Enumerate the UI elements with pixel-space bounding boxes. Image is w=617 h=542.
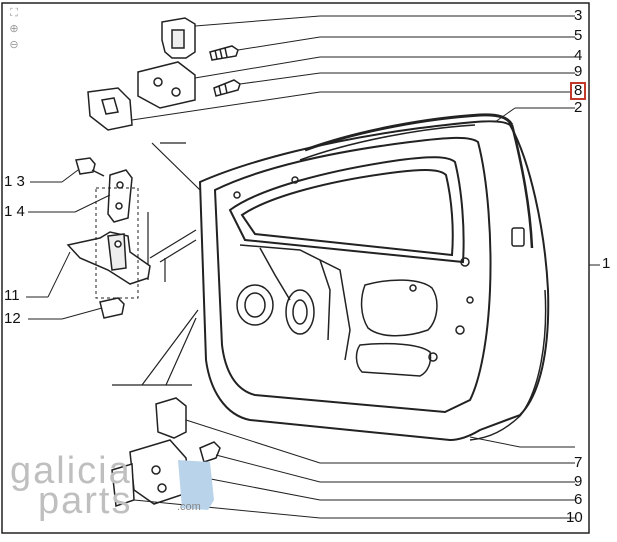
callout-5[interactable]: 5 (574, 27, 583, 44)
part-7-hinge-pin (155, 397, 187, 439)
leader-lines (26, 15, 575, 519)
zoom-in-icon[interactable]: ⊕ (9, 23, 19, 35)
door-inner-details (233, 176, 525, 377)
callout-3[interactable]: 3 (574, 7, 583, 24)
zoom-out-icon[interactable]: ⊖ (9, 39, 19, 51)
lower-hinge-parts (111, 397, 221, 508)
part-14-link (107, 169, 133, 223)
callout-9-upper[interactable]: 9 (574, 63, 583, 80)
door-check-parts (66, 157, 151, 319)
callout-10[interactable]: 10 (566, 509, 583, 526)
watermark: galicia parts .com (10, 450, 210, 530)
callout-8-highlighted[interactable]: 8 (570, 82, 587, 100)
part-5-screw (209, 45, 239, 61)
callout-2[interactable]: 2 (574, 99, 583, 116)
watermark-line2: parts (38, 480, 133, 522)
callout-1[interactable]: 1 (602, 255, 611, 272)
upper-hinge-parts (87, 17, 241, 131)
part-4-hinge-plate (137, 61, 196, 109)
diagram-border (1, 2, 590, 534)
door-shell (198, 113, 550, 442)
part-9-lower-screw (199, 441, 221, 463)
callout-7[interactable]: 7 (574, 454, 583, 471)
zoom-toolbar: ⛶ ⊕ ⊖ (6, 6, 28, 52)
part-9-screw (213, 79, 241, 97)
callout-9-lower[interactable]: 9 (574, 473, 583, 490)
fit-screen-icon[interactable]: ⛶ (10, 7, 18, 19)
part-13-bolt (75, 157, 96, 175)
watermark-domain: .com (177, 501, 201, 513)
watermark-logo-shape (178, 460, 214, 510)
callout-12[interactable]: 12 (4, 310, 21, 327)
callout-14[interactable]: 1 4 (4, 203, 25, 220)
part-11-check-strap (66, 231, 151, 285)
callout-13[interactable]: 1 3 (4, 173, 25, 190)
exploded-guide-lines (112, 142, 201, 386)
part-12-bolt (99, 297, 125, 319)
watermark-line1: galicia (10, 450, 132, 492)
callout-4[interactable]: 4 (574, 47, 583, 64)
callout-11[interactable]: 11 (4, 287, 20, 304)
callout-6[interactable]: 6 (574, 491, 583, 508)
